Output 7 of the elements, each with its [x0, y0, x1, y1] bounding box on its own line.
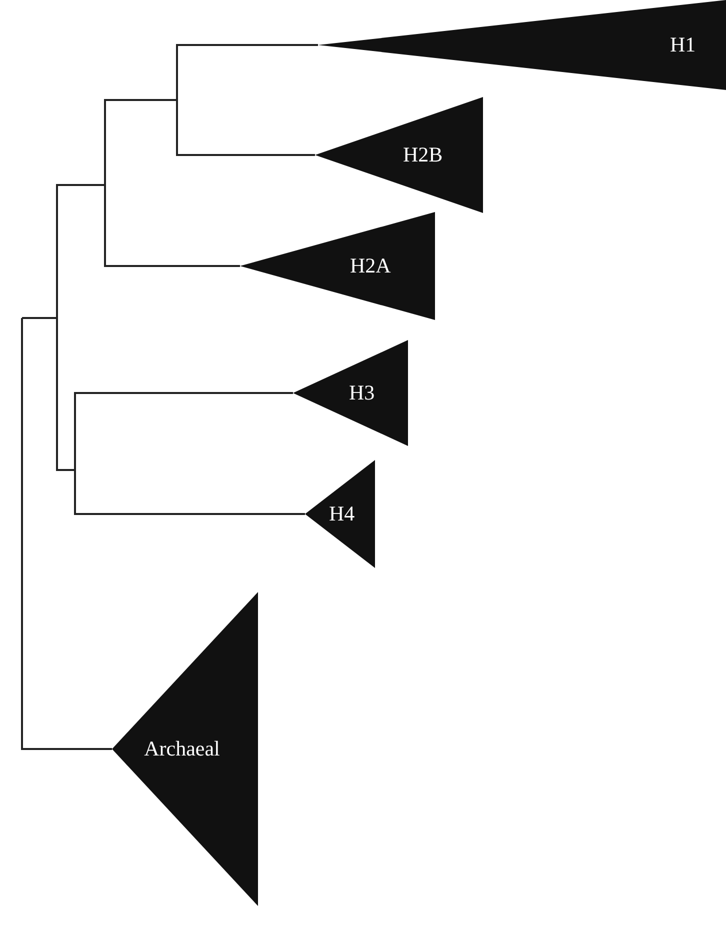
clade-label: H2A	[350, 254, 391, 278]
clade-label: Archaeal	[143, 736, 221, 762]
tree-branch	[21, 318, 112, 750]
clade-label: H3	[349, 380, 375, 406]
clade-label: H2B	[403, 142, 443, 168]
clade-label: H1	[670, 32, 696, 58]
clade-label: H4	[329, 502, 355, 526]
